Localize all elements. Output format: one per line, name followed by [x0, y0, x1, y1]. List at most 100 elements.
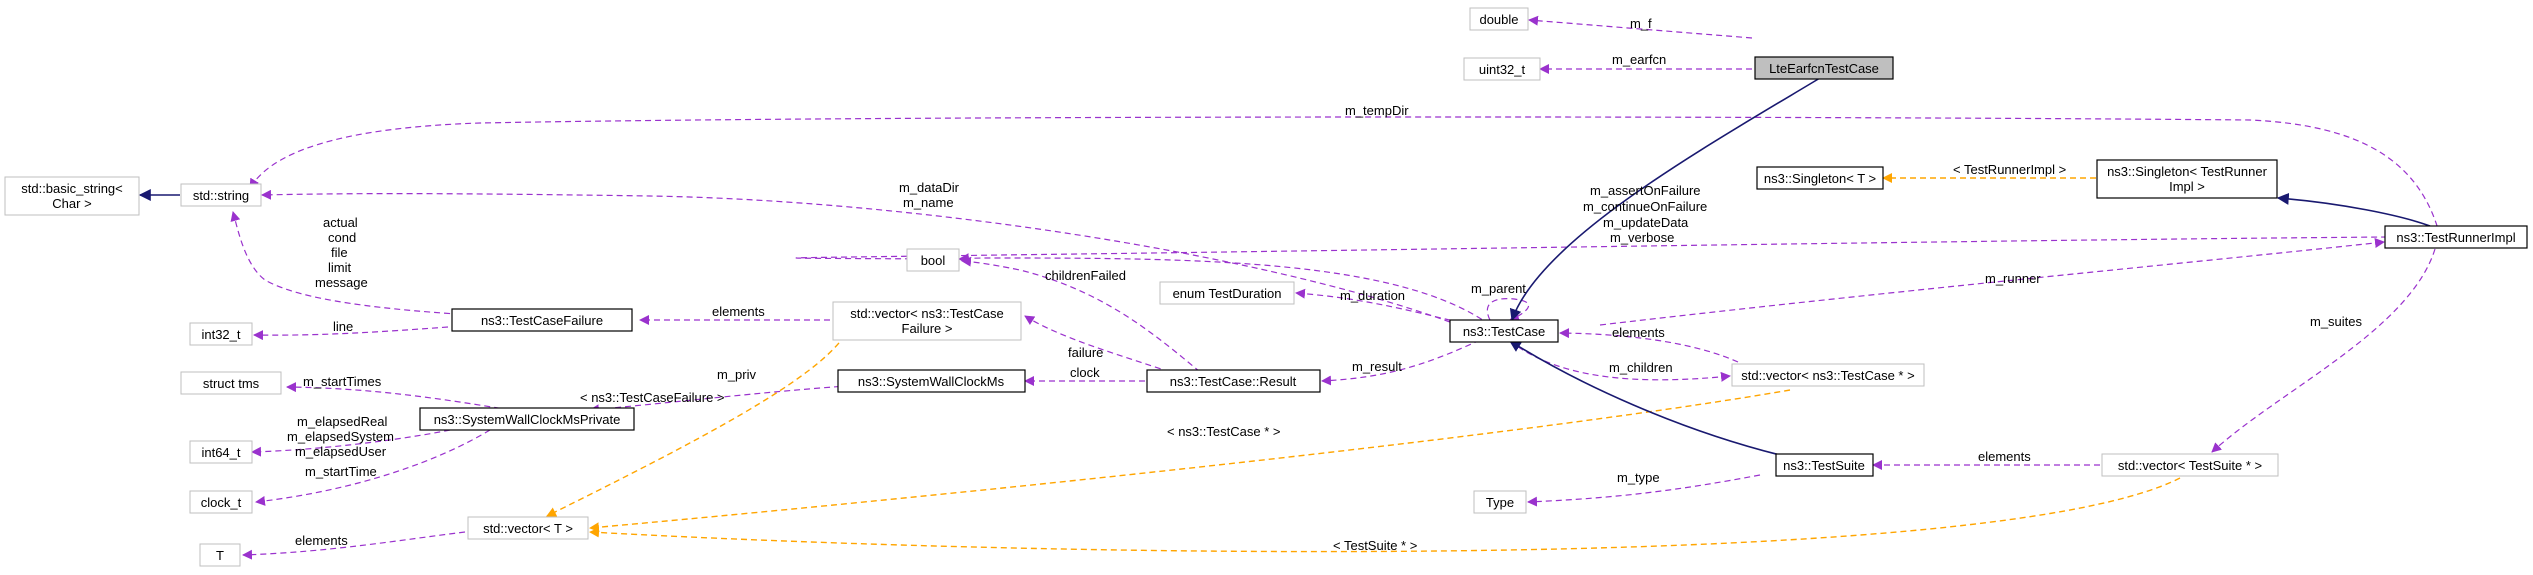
node-vector-t-label: std::vector< T >	[483, 521, 573, 536]
node-test-suite[interactable]: ns3::TestSuite	[1775, 453, 1874, 477]
label-m-parent: m_parent	[1471, 281, 1526, 296]
node-test-suite-label: ns3::TestSuite	[1783, 458, 1865, 473]
node-test-case-label: ns3::TestCase	[1463, 324, 1545, 339]
node-int32[interactable]: int32_t	[189, 322, 253, 346]
label-elements-tc: elements	[1612, 325, 1665, 340]
node-result-label: ns3::TestCase::Result	[1170, 374, 1297, 389]
edge-tcf-template	[546, 334, 846, 517]
node-std-string[interactable]: std::string	[180, 183, 262, 207]
node-clock-t-label: clock_t	[201, 495, 242, 510]
label-m-starttime: m_startTime	[305, 464, 377, 479]
label-flags-1: m_continueOnFailure	[1583, 199, 1707, 214]
label-flags-0: m_assertOnFailure	[1590, 183, 1701, 198]
node-test-case-failure-label: ns3::TestCaseFailure	[481, 313, 603, 328]
edge-tc-template	[589, 389, 1791, 533]
edge-failure-fields	[230, 211, 491, 317]
node-enum-test-duration[interactable]: enum TestDuration	[1159, 281, 1295, 305]
label-elapsed-0: m_elapsedReal	[297, 414, 387, 429]
node-uint32[interactable]: uint32_t	[1463, 57, 1541, 81]
node-vector-t[interactable]: std::vector< T >	[467, 516, 589, 540]
label-testrunnerimpl: < TestRunnerImpl >	[1953, 162, 2066, 177]
node-bool[interactable]: bool	[906, 248, 960, 272]
label-clock: clock	[1070, 365, 1100, 380]
node-int32-label: int32_t	[201, 327, 240, 342]
edge-elements-t	[242, 531, 466, 560]
node-type[interactable]: Type	[1473, 490, 1527, 514]
node-double-label: double	[1479, 12, 1518, 27]
node-test-case-result[interactable]: ns3::TestCase::Result	[1146, 369, 1321, 393]
label-failure-field-0: actual	[323, 215, 358, 230]
node-t-label: T	[216, 548, 224, 563]
node-singleton-runner-label-0: ns3::Singleton< TestRunner	[2107, 164, 2268, 179]
label-failure-field-4: message	[315, 275, 368, 290]
label-elements-ts: elements	[1978, 449, 2031, 464]
edge-failure	[1024, 315, 1171, 373]
node-basic-string-label-1: Char >	[52, 196, 91, 211]
edge-testsuite-inherits-testcase	[1508, 340, 1781, 456]
edge-m-parent	[1486, 298, 1529, 322]
node-lte-earfcn-test-case[interactable]: LteEarfcnTestCase	[1754, 56, 1894, 80]
node-vector-test-case-ptr[interactable]: std::vector< ns3::TestCase * >	[1731, 363, 1925, 387]
label-m-runner: m_runner	[1985, 271, 2041, 286]
node-swcm-label: ns3::SystemWallClockMs	[858, 374, 1005, 389]
node-test-case[interactable]: ns3::TestCase	[1449, 319, 1559, 343]
label-m-result: m_result	[1352, 359, 1402, 374]
node-vector-tcf-label-1: Failure >	[902, 321, 953, 336]
edge-runnerimpl-inherits-singleton	[2276, 192, 2431, 227]
node-basic-string-label-0: std::basic_string<	[21, 181, 123, 196]
node-int64[interactable]: int64_t	[189, 440, 253, 464]
node-singleton-runner[interactable]: ns3::Singleton< TestRunner Impl >	[2096, 159, 2278, 199]
label-m-priv: m_priv	[717, 367, 757, 382]
node-basic-string[interactable]: std::basic_string< Char >	[4, 176, 140, 216]
label-failure-field-2: file	[331, 245, 348, 260]
node-vector-test-suite-ptr[interactable]: std::vector< TestSuite * >	[2101, 453, 2279, 477]
edge-m-result	[1321, 339, 1481, 386]
node-struct-tms-label: struct tms	[203, 376, 260, 391]
label-failure-field-1: cond	[328, 230, 356, 245]
node-bool-label: bool	[921, 253, 946, 268]
node-enum-test-duration-label: enum TestDuration	[1173, 286, 1282, 301]
node-vector-tc-label: std::vector< ns3::TestCase * >	[1741, 368, 1914, 383]
node-singleton-t-label: ns3::Singleton< T >	[1764, 171, 1876, 186]
label-testsuite-template: < TestSuite * >	[1333, 538, 1417, 553]
edge-flags-2	[959, 253, 1491, 326]
edge-elapsed	[251, 429, 451, 457]
edge-m-type	[1527, 474, 1761, 507]
edge-m-starttime	[255, 429, 491, 506]
node-clock-t[interactable]: clock_t	[189, 490, 253, 514]
node-swcmp-label: ns3::SystemWallClockMsPrivate	[434, 412, 621, 427]
label-m-tempdir: m_tempDir	[1345, 103, 1409, 118]
edge-line	[253, 326, 449, 341]
node-singleton-t[interactable]: ns3::Singleton< T >	[1756, 166, 1884, 190]
node-type-label: Type	[1486, 495, 1514, 510]
node-t[interactable]: T	[199, 543, 241, 567]
label-m-earfcn: m_earfcn	[1612, 52, 1666, 67]
label-elements-t: elements	[295, 533, 348, 548]
label-failure-field-3: limit	[328, 260, 351, 275]
label-line: line	[333, 319, 353, 334]
label-m-f: m_f	[1630, 16, 1652, 31]
label-m-suites: m_suites	[2310, 314, 2363, 329]
node-test-runner-impl[interactable]: ns3::TestRunnerImpl	[2384, 225, 2528, 249]
node-double[interactable]: double	[1469, 7, 1529, 31]
node-lte-label: LteEarfcnTestCase	[1769, 61, 1879, 76]
node-struct-tms[interactable]: struct tms	[180, 371, 282, 395]
edge-lte-inherits-testcase	[1509, 77, 1821, 322]
node-system-wall-clock-ms-private[interactable]: ns3::SystemWallClockMsPrivate	[419, 407, 635, 431]
node-singleton-runner-label-1: Impl >	[2169, 179, 2205, 194]
label-elapsed-2: m_elapsedUser	[295, 444, 387, 459]
edge-m-runner	[1599, 238, 2385, 326]
node-std-string-label: std::string	[193, 188, 249, 203]
label-elapsed-1: m_elapsedSystem	[287, 429, 394, 444]
label-m-starttimes: m_startTimes	[303, 374, 382, 389]
label-m-duration: m_duration	[1340, 288, 1405, 303]
edge-elements-tc	[1559, 328, 1739, 363]
label-flags-3: m_verbose	[1610, 230, 1674, 245]
node-test-case-failure[interactable]: ns3::TestCaseFailure	[451, 308, 633, 332]
node-vector-test-case-failure[interactable]: std::vector< ns3::TestCase Failure >	[832, 301, 1022, 341]
label-tc-template: < ns3::TestCase * >	[1167, 424, 1280, 439]
edge-testsuite-template	[589, 477, 2181, 553]
node-system-wall-clock-ms[interactable]: ns3::SystemWallClockMs	[837, 369, 1026, 393]
label-elements-tcf: elements	[712, 304, 765, 319]
